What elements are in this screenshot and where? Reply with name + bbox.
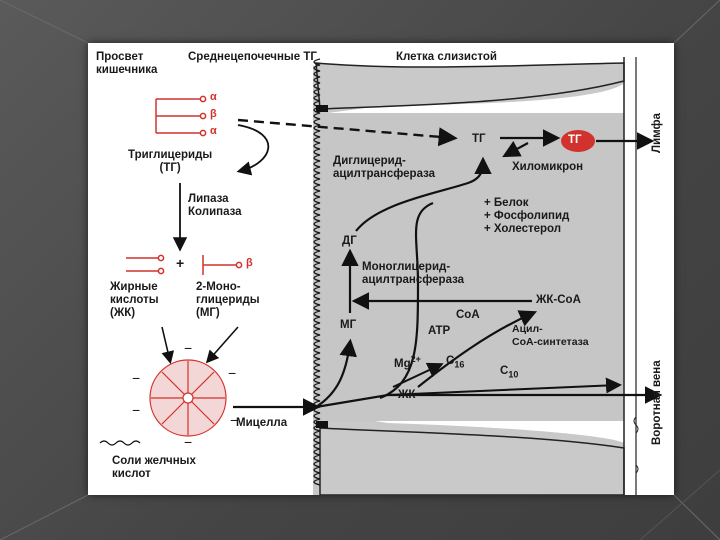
mg2-label: Mg2+ bbox=[394, 354, 421, 370]
fatty-acids-label: Жирные кислоты (ЖК) bbox=[110, 281, 159, 319]
lumen-label: Просвет кишечника bbox=[96, 51, 158, 76]
fa-coa-label: ЖК-CoA bbox=[536, 294, 581, 306]
micelle bbox=[149, 359, 227, 437]
micelle-charges: − − − − − − bbox=[132, 340, 238, 450]
dg-to-tg-path bbox=[355, 156, 492, 232]
c10-label: C10 bbox=[500, 365, 519, 380]
tight-junction-top bbox=[316, 105, 328, 112]
micelle-to-fa-arrow bbox=[315, 393, 389, 409]
beta-label: β bbox=[246, 257, 253, 269]
portal-vein-label: Воротная вена bbox=[651, 360, 663, 445]
tg-label: ТГ bbox=[472, 133, 486, 145]
bile-salt-squiggle bbox=[99, 440, 141, 446]
slide-diagram: − − − − − − bbox=[88, 43, 674, 495]
bile-salts-label: Соли желчных кислот bbox=[112, 455, 196, 480]
fa-to-facoa-path bbox=[417, 310, 538, 388]
monoglyceride-structure bbox=[202, 255, 243, 275]
monoglyceride-acyltransferase-label: Моноглицерид- ацилтрансфераза bbox=[362, 261, 465, 286]
micelle-label: Мицелла bbox=[236, 417, 288, 429]
mg-uptake-path bbox=[315, 338, 357, 408]
lipase-colipase-label: Липаза Колипаза bbox=[188, 193, 242, 218]
chylomicron-assembly-arrow bbox=[502, 140, 529, 158]
lymph-label: Лимфа bbox=[651, 113, 663, 153]
svg-text:−: − bbox=[132, 402, 140, 418]
acyl-coa-synthetase-label: Ацил- CoA-синтетаза bbox=[512, 323, 589, 348]
fatty-acid-structure bbox=[126, 254, 165, 275]
svg-text:−: − bbox=[184, 434, 192, 450]
atp-label: ATP bbox=[428, 325, 451, 337]
tight-junction-bottom bbox=[316, 421, 328, 428]
chylomicron-label: Хиломикрон bbox=[512, 161, 584, 173]
c10-arrow bbox=[387, 377, 622, 396]
coa-label: CoA bbox=[456, 309, 480, 321]
c16-arrow bbox=[392, 362, 444, 388]
diglyceride-acyltransferase-label: Диглицерид- ацилтрансфераза bbox=[333, 155, 436, 180]
monoglycerides-label: 2-Моно- глицериды (МГ) bbox=[196, 281, 260, 319]
svg-text:−: − bbox=[184, 340, 192, 356]
diagram-drawing: − − − − − − bbox=[99, 57, 663, 495]
dg-label: ДГ bbox=[342, 235, 357, 247]
greek-beta: β bbox=[210, 108, 217, 120]
svg-text:−: − bbox=[230, 412, 238, 428]
fa-to-tg-path bbox=[379, 201, 434, 400]
fa-label: ЖК bbox=[398, 389, 416, 401]
medium-chain-tg-label: Среднецепочечные ТГ bbox=[188, 51, 317, 63]
svg-text:−: − bbox=[132, 370, 140, 386]
triglyceride-structure bbox=[155, 95, 207, 137]
upper-neighbour-cell bbox=[315, 62, 625, 110]
svg-text:−: − bbox=[228, 365, 236, 381]
mucosa-cell-label: Клетка слизистой bbox=[396, 51, 497, 63]
greek-alpha-2: α bbox=[210, 125, 217, 137]
triglycerides-label: Триглицериды (ТГ) bbox=[128, 149, 213, 174]
tg-circle-label: ТГ bbox=[568, 134, 582, 146]
dashed-medium-chain-arrow bbox=[237, 118, 458, 147]
c16-label: C16 bbox=[446, 355, 465, 370]
chylomicron-additions: + Белок + Фосфолипид + Холестерол bbox=[484, 197, 570, 235]
greek-alpha-1: α bbox=[210, 91, 217, 103]
plus-sign: + bbox=[176, 255, 185, 271]
mg-label: МГ bbox=[340, 319, 357, 331]
vessel-wall-wave bbox=[633, 416, 639, 474]
chylomicron-tg-circle bbox=[561, 130, 595, 152]
cell-interior bbox=[318, 113, 624, 421]
tg-curve-arrow bbox=[236, 124, 270, 176]
